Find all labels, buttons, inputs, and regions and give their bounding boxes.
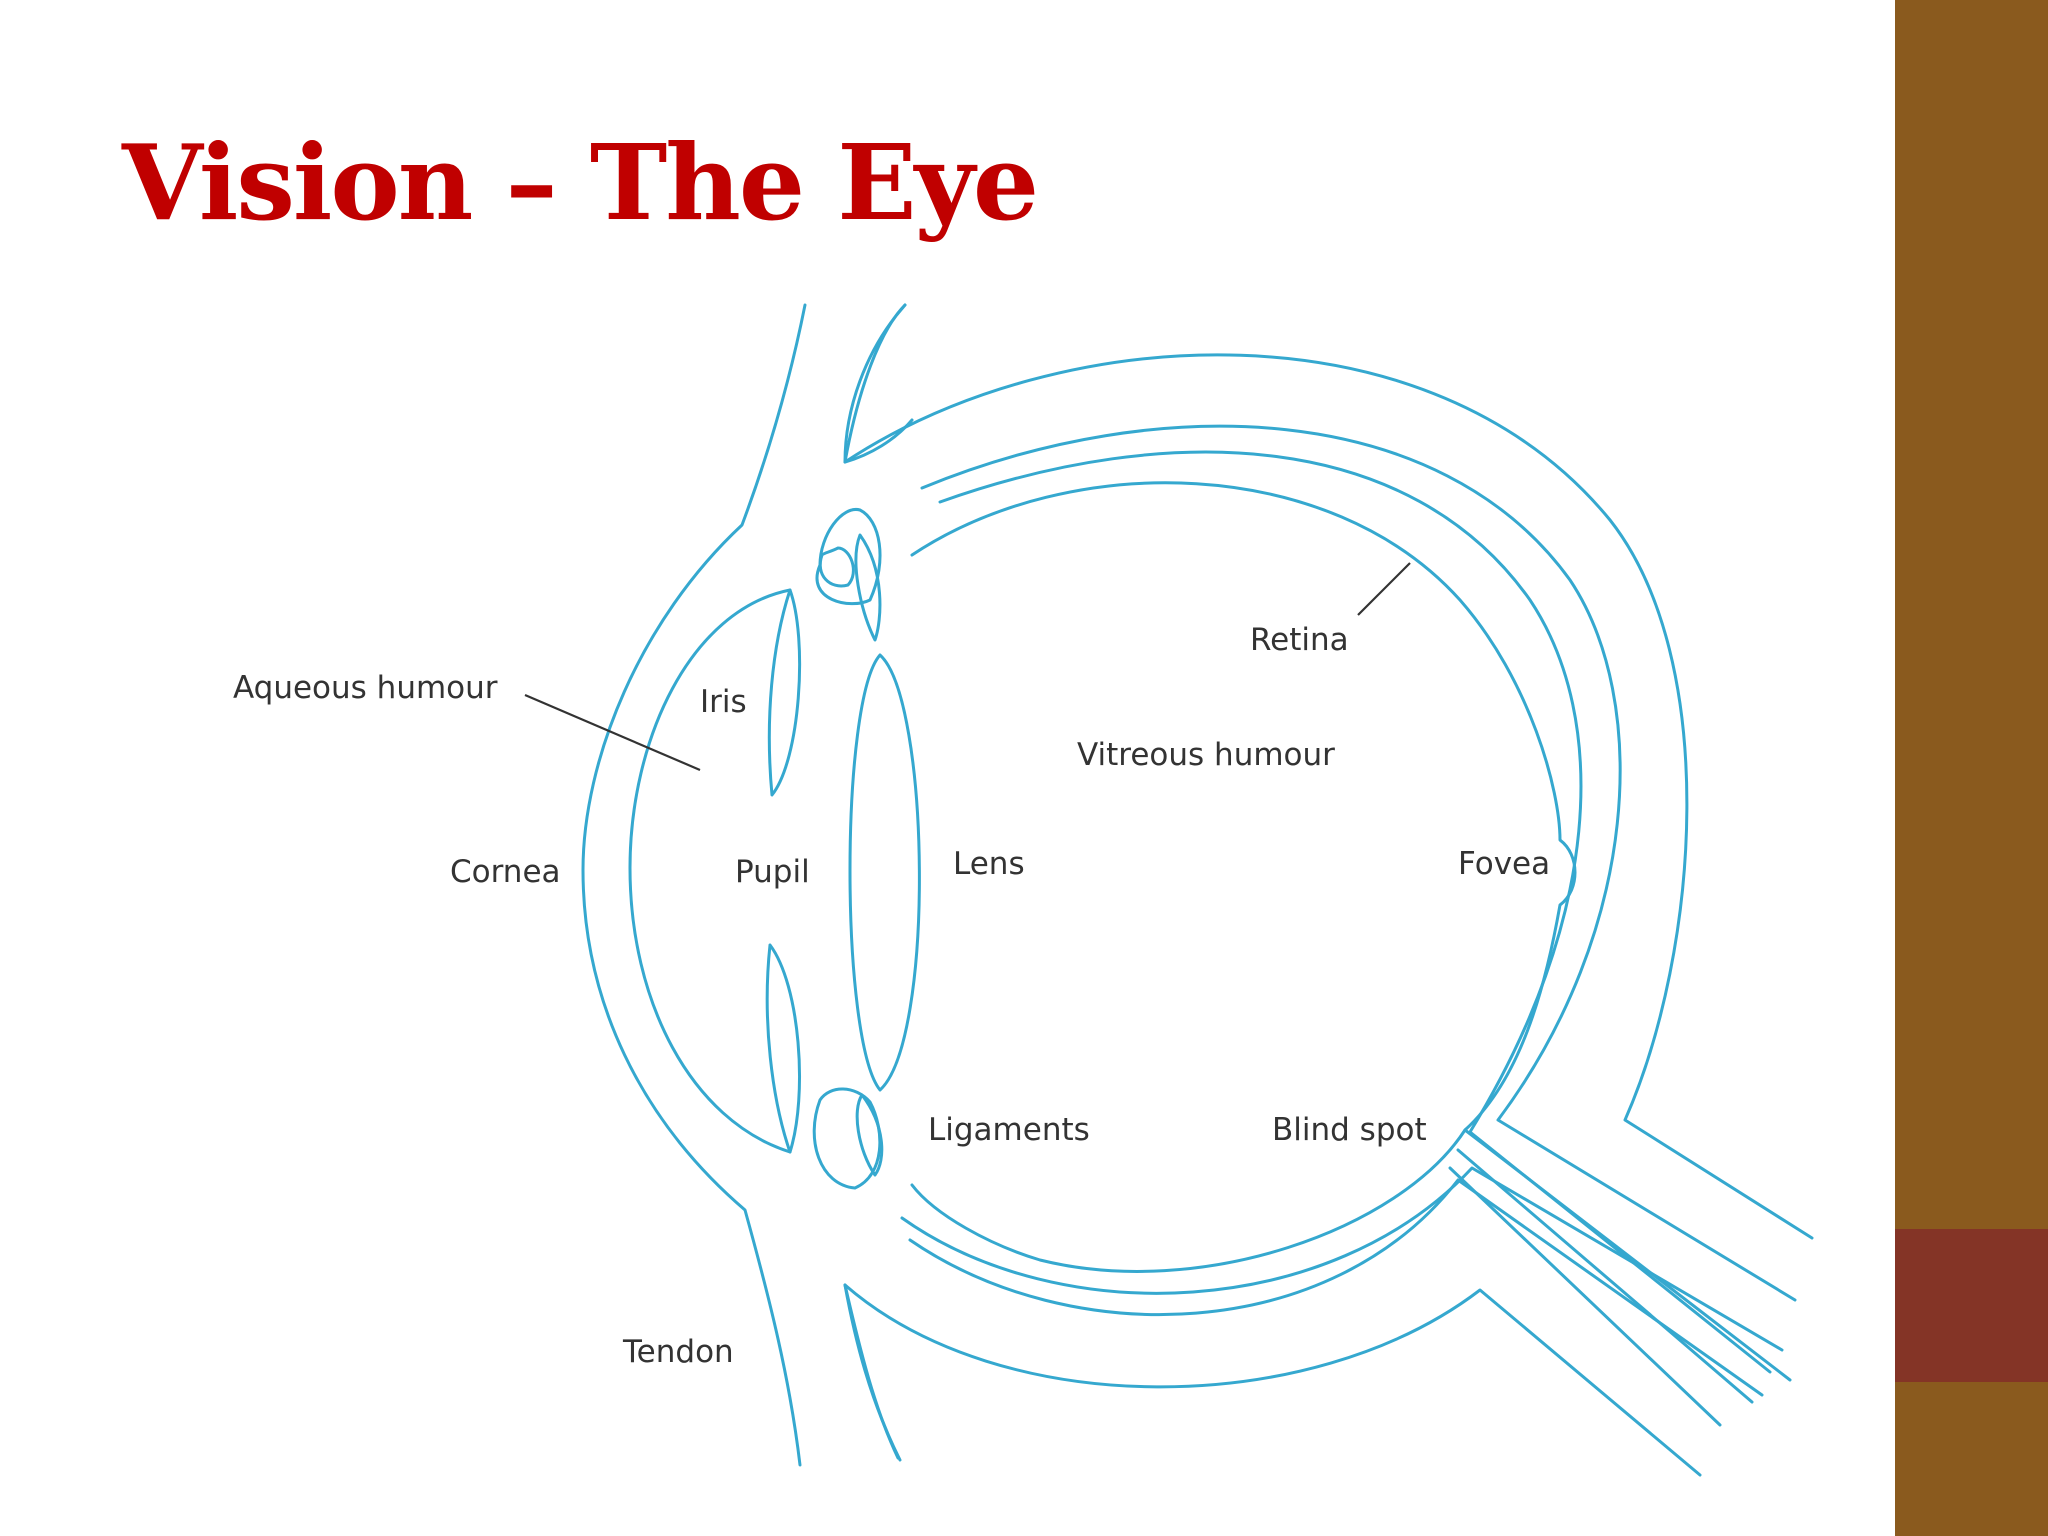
ciliary-fold-upper	[854, 533, 882, 642]
sclera-lower	[843, 1283, 1702, 1477]
label-ligaments: Ligaments	[928, 1112, 1090, 1148]
cornea-inner	[628, 588, 792, 1154]
muscle-upper	[843, 303, 914, 464]
inner-wall	[910, 481, 1577, 1273]
label-aqueous-humour: Aqueous humour	[233, 670, 498, 706]
label-iris: Iris	[700, 684, 747, 720]
optic-nerve-2	[1456, 1148, 1754, 1404]
retina-leader	[1357, 562, 1411, 616]
aqueous-humour-leader	[524, 693, 701, 772]
sclera-outer	[843, 353, 1814, 1240]
label-retina: Retina	[1250, 622, 1349, 658]
retina-lower	[908, 1178, 1764, 1397]
iris-upper	[767, 588, 802, 797]
sclera-upper-tip	[843, 303, 907, 464]
label-fovea: Fovea	[1458, 846, 1550, 882]
label-blind-spot: Blind spot	[1272, 1112, 1427, 1148]
label-pupil: Pupil	[735, 854, 810, 890]
label-cornea: Cornea	[450, 854, 561, 890]
sclera-lower-tip	[843, 1283, 900, 1460]
optic-nerve-3	[1448, 1166, 1722, 1427]
ciliary-body-upper	[815, 508, 882, 606]
label-vitreous-humour: Vitreous humour	[1077, 737, 1335, 773]
ciliary-fold-lower	[855, 1093, 884, 1177]
lens	[848, 653, 921, 1092]
choroid-lower	[900, 1166, 1784, 1352]
cornea-outer	[581, 303, 807, 1467]
slide-title: Vision – The Eye	[122, 121, 1039, 244]
tendon-lower	[843, 1283, 902, 1462]
label-tendon: Tendon	[622, 1334, 734, 1370]
retina-layer	[938, 450, 1772, 1374]
ciliary-body-lower	[812, 1087, 882, 1190]
choroid-layer	[920, 424, 1797, 1302]
side-accent-block	[1895, 1229, 2048, 1382]
ciliary-ring-upper	[818, 546, 855, 588]
iris-lower	[765, 943, 801, 1154]
label-lens: Lens	[953, 846, 1025, 882]
optic-nerve-1	[1463, 1128, 1792, 1382]
